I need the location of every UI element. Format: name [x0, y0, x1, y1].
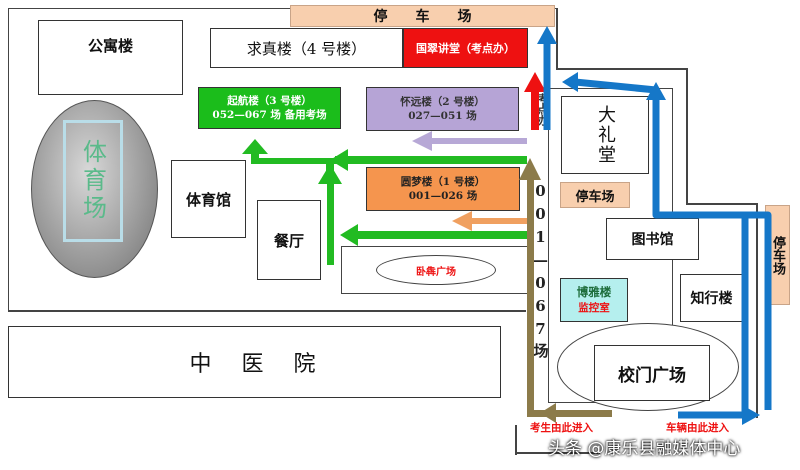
boya-sub: 监控室 — [578, 301, 610, 314]
library-label: 图书馆 — [631, 232, 674, 248]
parking-right: 停车场 — [765, 205, 790, 305]
watermark-text: 头条 @康乐县融媒体中心 — [548, 438, 741, 459]
yuanmeng-name: 圆梦楼（1 号楼） — [400, 175, 486, 188]
qiuzhen-building: 求真楼（4 号楼） — [210, 28, 403, 68]
stadium — [31, 100, 158, 278]
campus-boundary-east-h — [686, 203, 756, 205]
stadium-label: 体育场 — [78, 139, 107, 223]
qiuzhen-label: 求真楼（4 号楼） — [246, 39, 367, 58]
vehicle-entry-label: 车辆由此进入 — [666, 422, 729, 434]
apartment-building: 公寓楼 — [38, 20, 183, 95]
campus-boundary-bottom — [515, 452, 600, 454]
huaiyuan-building: 怀远楼（2 号楼） 027—051 场 — [366, 87, 519, 131]
zhixing-label: 知行楼 — [690, 291, 733, 307]
qihang-building: 起航楼（3 号楼） 052—067 场 备用考场 — [198, 87, 341, 129]
parking-right-label: 停车场 — [770, 235, 785, 275]
campus-boundary-lower-line — [8, 310, 526, 312]
hospital-label: 中 医 院 — [189, 352, 320, 377]
canteen-label: 餐厅 — [273, 231, 304, 250]
hospital-building: 中 医 院 — [8, 326, 501, 398]
boya-name: 博雅楼 — [576, 285, 612, 300]
kaodianban-label: 考点办 — [536, 92, 549, 126]
yuanmeng-building: 圆梦楼（1 号楼） 001—026 场 — [366, 167, 520, 211]
dalitang-building: 大礼堂 — [561, 96, 649, 174]
exam-room-path-text: 001—067场 — [531, 182, 550, 363]
huaiyuan-rooms: 027—051 场 — [408, 110, 477, 122]
boya-building: 博雅楼 监控室 — [560, 278, 628, 322]
qihang-rooms: 052—067 场 备用考场 — [212, 109, 327, 121]
woting-label: 卧犇广场 — [416, 266, 456, 278]
qihang-name: 起航楼（3 号楼） — [227, 94, 312, 107]
parking-mid-label: 停车场 — [575, 189, 615, 205]
campus-boundary-upper — [8, 8, 556, 310]
student-entry-label-box: 考生由此进入 — [530, 420, 640, 436]
parking-mid: 停车场 — [560, 182, 630, 208]
guocui-label: 国翠讲堂（考点办） — [416, 42, 515, 55]
apartment-label: 公寓楼 — [87, 37, 133, 55]
guocui-hall: 国翠讲堂（考点办） — [403, 28, 528, 68]
library-building: 图书馆 — [606, 218, 699, 260]
gate-square-label: 校门广场 — [618, 365, 686, 386]
campus-boundary-east-v — [686, 68, 688, 203]
campus-boundary-right — [556, 8, 558, 68]
watermark: 头条 @康乐县融媒体中心 — [548, 431, 798, 461]
parking-top: 停 车 场 — [290, 5, 555, 27]
vehicle-entry-label-box: 车辆由此进入 — [666, 420, 776, 436]
huaiyuan-name: 怀远楼（2 号楼） — [400, 95, 485, 108]
kaodianban-label-box: 考点办 — [533, 84, 551, 134]
parking-top-label: 停 车 场 — [373, 9, 472, 25]
campus-boundary-east — [556, 68, 686, 70]
campus-boundary-bottom-left — [515, 425, 517, 455]
student-entry-label: 考生由此进入 — [530, 422, 593, 434]
yuanmeng-rooms: 001—026 场 — [408, 190, 478, 202]
dalitang-label: 大礼堂 — [595, 105, 616, 165]
zhixing-building: 知行楼 — [680, 274, 743, 322]
woting-square-ellipse: 卧犇广场 — [376, 255, 496, 285]
campus-boundary-east-v2 — [756, 203, 758, 418]
stadium-field: 体育场 — [63, 120, 123, 242]
gate-square: 校门广场 — [594, 345, 710, 401]
gym-building: 体育馆 — [171, 160, 246, 238]
exam-room-path-label: 001—067场 — [532, 182, 550, 412]
canteen-building: 餐厅 — [257, 200, 321, 280]
gym-label: 体育馆 — [185, 190, 231, 209]
